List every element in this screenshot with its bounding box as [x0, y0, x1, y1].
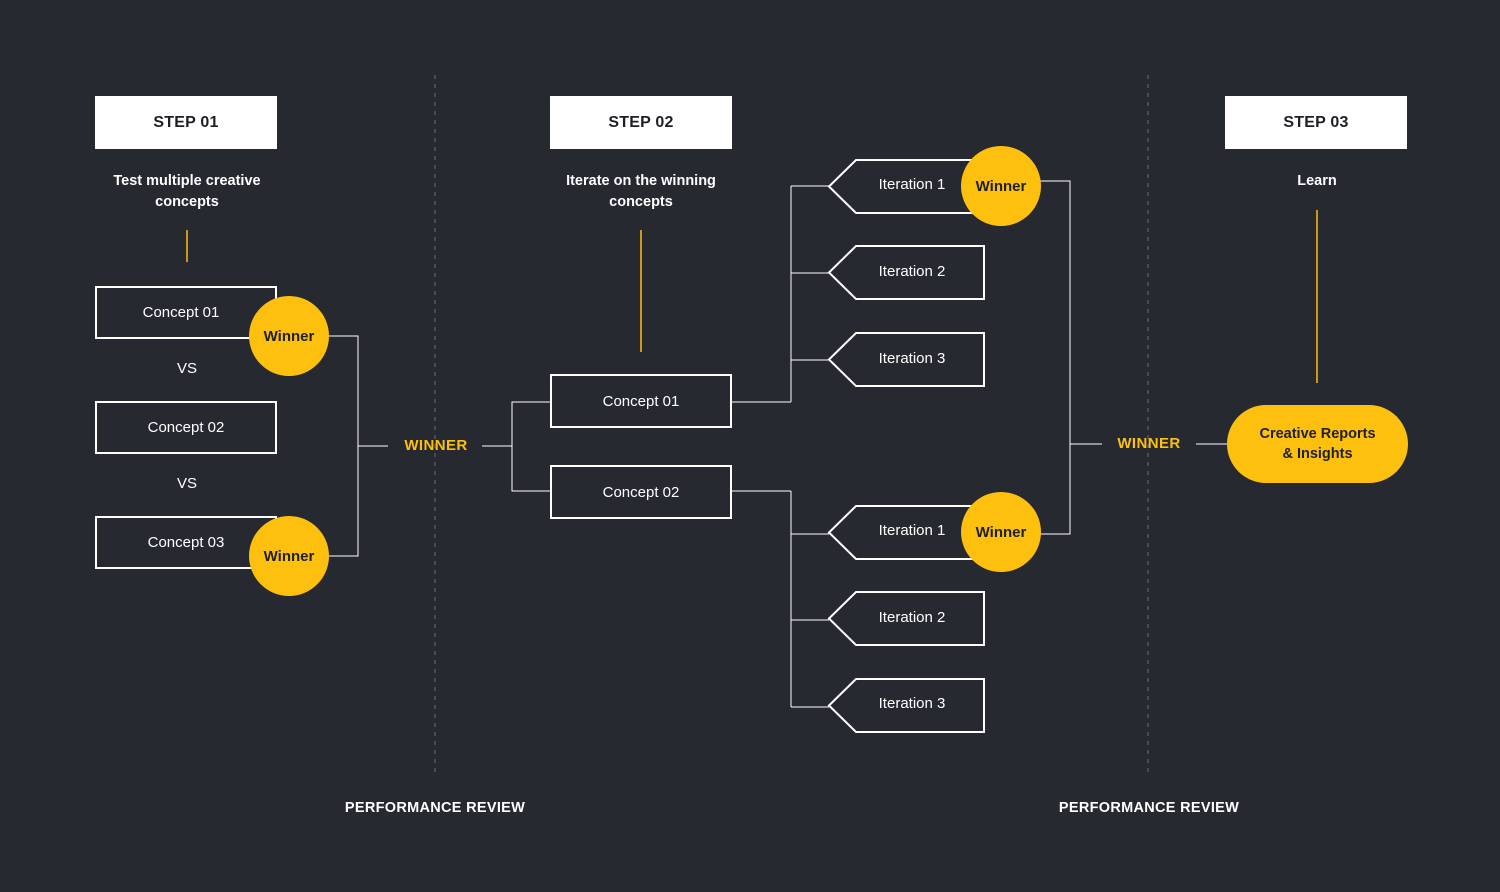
iteration-label-bottom-2: Iteration 2 [878, 609, 946, 626]
tree-concept01 [731, 185, 829, 403]
step-02-header: STEP 02 [550, 96, 732, 149]
iteration-label-top-1: Iteration 1 [878, 176, 946, 193]
winner-badge-iteration-bottom: Winner [961, 492, 1041, 572]
concept-label: Concept 02 [602, 483, 680, 501]
step-03-header: STEP 03 [1225, 96, 1407, 149]
concept-label: Concept 01 [142, 304, 220, 321]
winner-badge-iteration-top: Winner [961, 146, 1041, 226]
step2-concept-01: Concept 01 [550, 374, 732, 428]
step-01-header: STEP 01 [95, 96, 277, 149]
performance-review-label-2: PERFORMANCE REVIEW [1058, 800, 1240, 816]
step2-concept-02: Concept 02 [550, 465, 732, 519]
iteration-label-top-2: Iteration 2 [878, 263, 946, 280]
step-03-caption: Learn [1297, 173, 1337, 189]
iteration-shape-bottom-1 [827, 505, 985, 560]
iteration-shape-top-2 [827, 245, 985, 300]
tree-concept02 [731, 490, 829, 708]
iteration-shape-top-3 [827, 332, 985, 387]
step-02-caption: Iterate on the winning concepts [566, 173, 716, 210]
bracket-step2-winners [1040, 180, 1102, 535]
winner-label-step2: WINNER [1117, 435, 1181, 452]
winner-badge-concept-01: Winner [249, 296, 329, 376]
concept-label: Concept 03 [147, 534, 225, 551]
creative-reports-insights: Creative Reports & Insights [1227, 405, 1408, 483]
vs-label-2: VS [176, 475, 197, 492]
iteration-shape-top-1 [827, 159, 985, 214]
winner-label-step1: WINNER [404, 437, 468, 454]
iteration-shape-bottom-3 [827, 678, 985, 733]
step-01-caption: Test multiple creative concepts [113, 173, 261, 210]
iteration-shape-bottom-2 [827, 591, 985, 646]
bracket-step2-concepts [511, 401, 550, 492]
iteration-label-bottom-3: Iteration 3 [878, 695, 946, 712]
concept-label: Concept 02 [147, 419, 225, 436]
bracket-step1 [329, 335, 388, 557]
step1-concept-02: Concept 02 [95, 401, 277, 454]
iteration-label-bottom-1: Iteration 1 [878, 522, 946, 539]
step1-concept-01: Concept 01 [95, 286, 277, 339]
vs-label-1: VS [176, 360, 197, 377]
iteration-label-top-3: Iteration 3 [878, 350, 946, 367]
winner-badge-concept-03: Winner [249, 516, 329, 596]
concept-label: Concept 01 [602, 392, 680, 410]
performance-review-label-1: PERFORMANCE REVIEW [344, 800, 526, 816]
result-label: Creative Reports & Insights [1259, 426, 1376, 462]
